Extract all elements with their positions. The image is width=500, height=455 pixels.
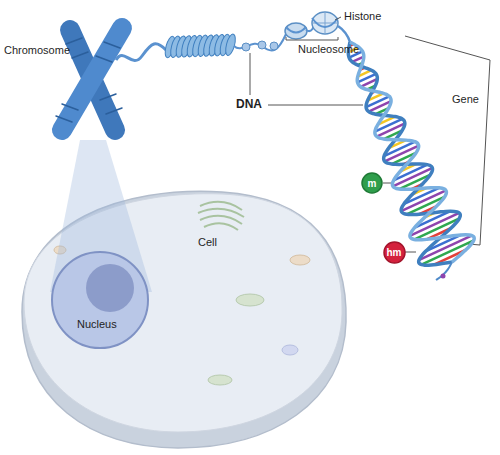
histone-label: Histone: [344, 10, 381, 23]
dna-backbone: [350, 42, 474, 262]
chromatid: [62, 28, 122, 130]
chromatin-fiber: [163, 33, 237, 59]
band: [104, 42, 120, 48]
band: [62, 104, 78, 110]
leader-line: [405, 252, 416, 253]
dna-helix: [348, 42, 474, 280]
methylation-marker: m: [361, 172, 383, 194]
gene-label: Gene: [452, 93, 479, 106]
golgi: [198, 202, 244, 230]
dna-backbone: [348, 42, 460, 265]
bead: [270, 42, 278, 50]
fiber-coil: [224, 33, 237, 56]
hydroxymethylation-marker: hm: [383, 241, 406, 264]
dna-label: DNA: [236, 98, 262, 111]
cell-label: Cell: [198, 236, 217, 249]
dna-strand: [338, 26, 350, 42]
dna-tail: [436, 262, 452, 280]
band: [96, 56, 112, 62]
band: [100, 94, 116, 100]
chromatin-strand: [116, 44, 166, 61]
bead: [242, 43, 250, 51]
nucleosome: [285, 23, 307, 39]
band: [66, 38, 82, 44]
leader-line: [250, 53, 251, 95]
marker-disc: [362, 173, 382, 193]
nucleosome-bracket: [286, 37, 338, 40]
mitochondrion: [236, 294, 264, 306]
bead: [258, 41, 266, 49]
nucleus-label: Nucleus: [77, 318, 117, 331]
marker-disc: [384, 242, 405, 263]
leader-line: [383, 183, 391, 184]
leader-line: [268, 105, 363, 106]
marker-text: m: [368, 178, 377, 189]
chromosome-label: Chromosome: [4, 44, 70, 57]
histone: [312, 12, 338, 34]
mitochondrion: [208, 375, 232, 385]
nucleus: [52, 252, 148, 348]
histone-segments: [312, 12, 338, 34]
golgi-stack: [204, 223, 238, 230]
chromosome: [56, 28, 122, 130]
dna-wrap: [286, 27, 306, 33]
leader-line: [335, 17, 341, 20]
band: [106, 108, 122, 114]
marker-text: hm: [387, 247, 402, 258]
band: [72, 52, 88, 58]
nucleosome-label: Nucleosome: [298, 43, 359, 56]
nucleolus: [86, 264, 134, 312]
dna-strand: [234, 34, 286, 50]
base: [441, 274, 446, 279]
vesicle: [290, 255, 310, 265]
dna-wrap: [312, 18, 338, 27]
band: [56, 116, 72, 122]
vesicle: [282, 345, 298, 355]
